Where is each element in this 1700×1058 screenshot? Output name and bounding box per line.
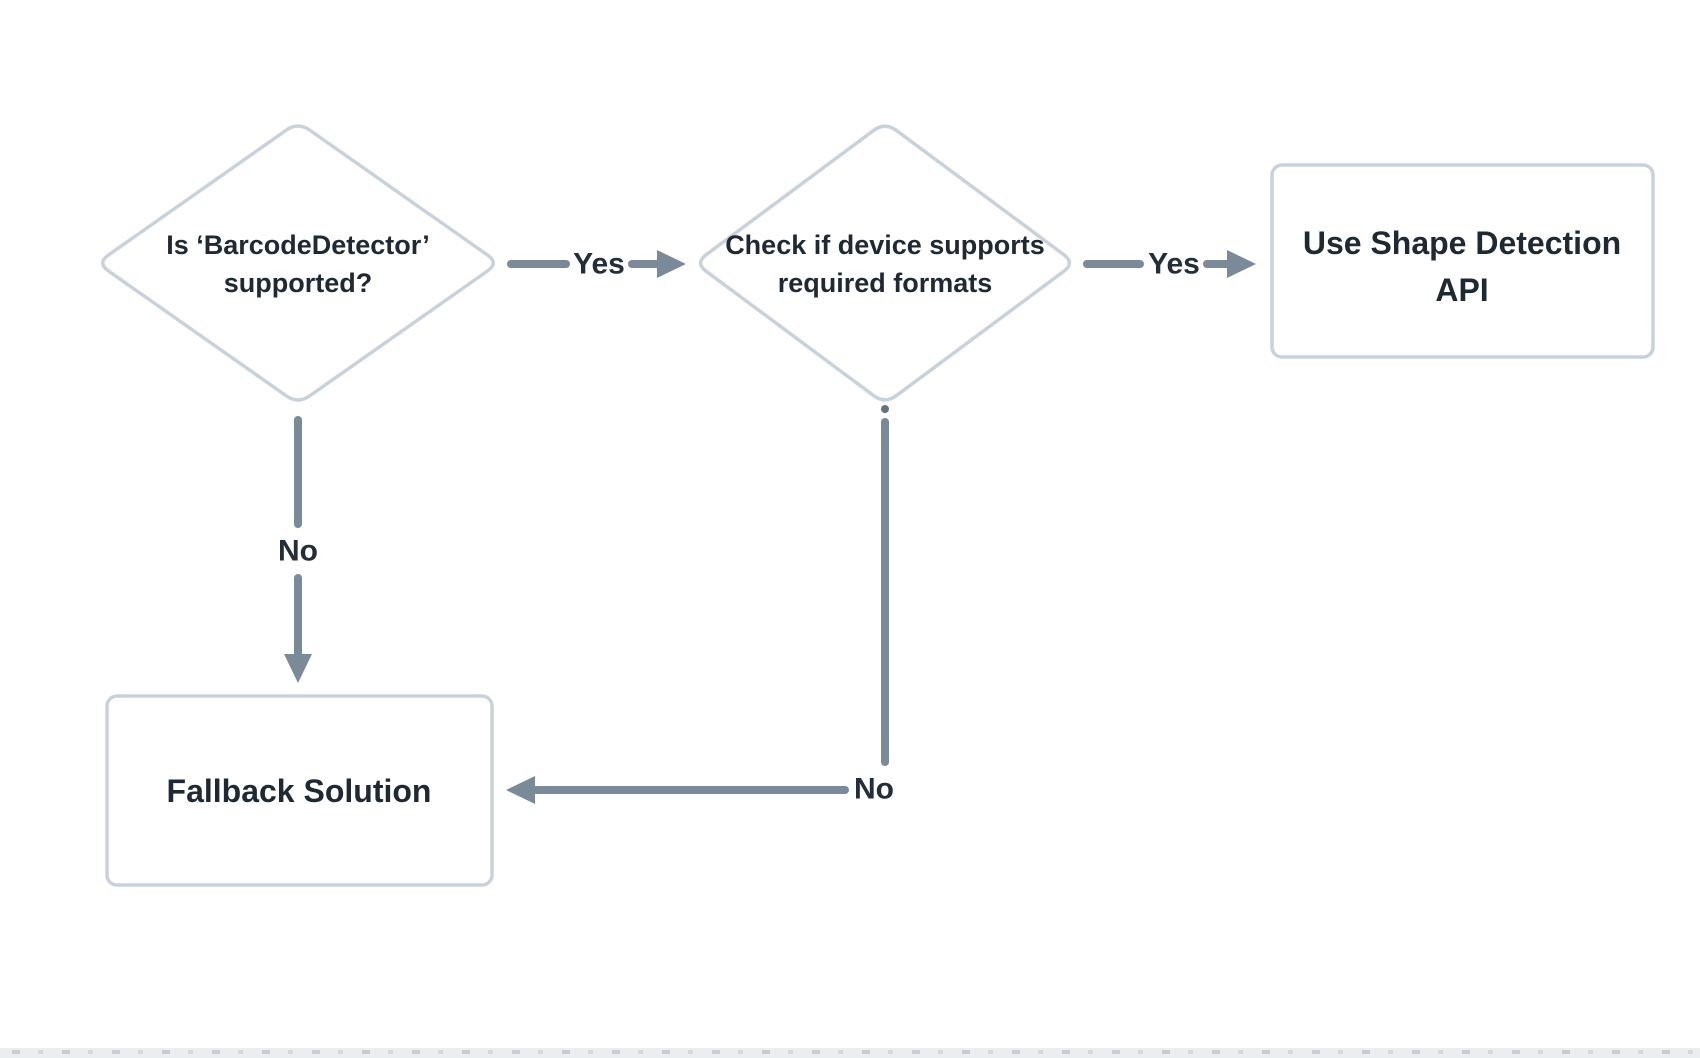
node-decision-device-formats: Check if device supports required format…	[698, 124, 1072, 402]
arrowhead-right	[1227, 250, 1256, 278]
node-label-line1: Check if device supports	[725, 230, 1045, 260]
canvas-bottom-ruler	[0, 1048, 1700, 1058]
arrowhead-down	[284, 654, 312, 683]
node-label-line2: required formats	[778, 268, 993, 298]
connector-dot	[881, 405, 889, 413]
edge-label-yes[interactable]: Yes	[573, 248, 625, 281]
node-label-line2: supported?	[224, 268, 373, 298]
edge-label-no[interactable]: No	[854, 773, 894, 806]
arrowhead-left	[506, 776, 535, 804]
node-process-fallback-solution: Fallback Solution	[105, 694, 494, 887]
node-label: Fallback Solution	[167, 773, 432, 809]
edge-formats-yes: Yes	[1083, 248, 1256, 281]
node-label-line1: Use Shape Detection	[1303, 225, 1621, 261]
decision-diamond[interactable]	[698, 124, 1072, 402]
node-label-line2: API	[1435, 272, 1488, 308]
arrowhead-right	[657, 250, 686, 278]
decision-diamond[interactable]	[101, 124, 495, 402]
edge-label-yes[interactable]: Yes	[1148, 248, 1200, 281]
node-label-line1: Is ‘BarcodeDetector’	[166, 230, 430, 260]
edge-barcode-yes: Yes	[507, 248, 686, 281]
edge-barcode-no: No	[278, 416, 318, 683]
process-rect[interactable]	[1270, 163, 1655, 359]
node-decision-barcode-supported: Is ‘BarcodeDetector’ supported?	[101, 124, 495, 402]
process-rect[interactable]	[105, 694, 494, 887]
edge-label-no[interactable]: No	[278, 535, 318, 568]
node-process-shape-detection-api: Use Shape Detection API	[1270, 163, 1655, 359]
edge-formats-no: No	[506, 405, 894, 806]
